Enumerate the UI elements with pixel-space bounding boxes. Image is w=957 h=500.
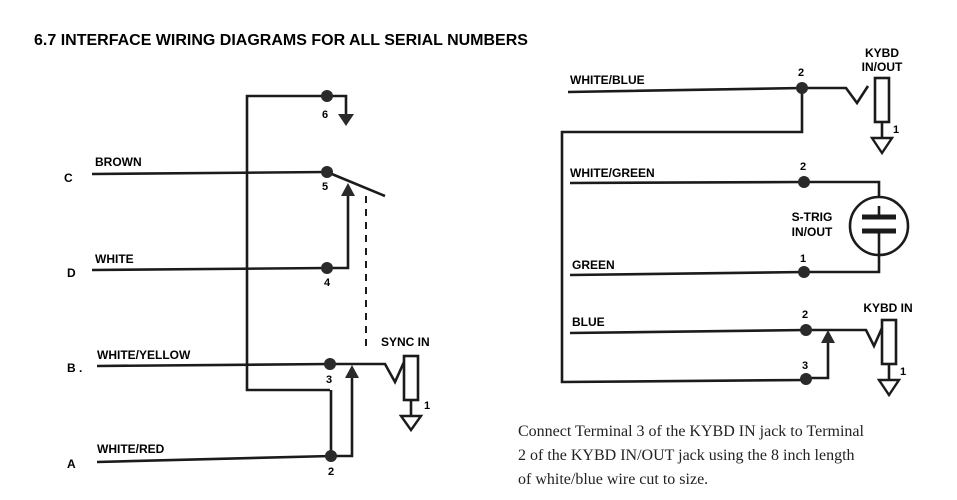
kybd-inout-terminal-1-label: 1 <box>893 124 899 136</box>
section-title: 6.7 INTERFACE WIRING DIAGRAMS FOR ALL SE… <box>34 32 528 49</box>
sync-in-terminal-1-label: 1 <box>424 400 430 412</box>
switch-return-2 <box>331 378 354 458</box>
terminal-b-3 <box>800 373 812 385</box>
right-diagram: WHITE/BLUE WHITE/GREEN GREEN BLUE 2 2 1 … <box>560 46 913 398</box>
wire-blue <box>569 327 884 350</box>
terminal-b-3-label: 3 <box>802 360 808 372</box>
letter-d: D <box>67 266 76 280</box>
kybd-inout-label-line1: KYBD <box>865 46 899 60</box>
switch-return-3 <box>806 343 830 380</box>
label-blue: BLUE <box>572 315 605 329</box>
terminal-2 <box>325 450 337 462</box>
switch-arrow-kybd-in <box>821 330 835 343</box>
terminal-b-2-label: 2 <box>802 309 808 321</box>
label-green: GREEN <box>572 258 615 272</box>
terminal-wb-2-label: 2 <box>798 67 804 79</box>
wire-brown <box>91 170 328 176</box>
label-white: WHITE <box>95 252 134 266</box>
wire-white-red <box>96 454 332 464</box>
terminal-6 <box>321 90 333 102</box>
s-trig-label-line2: IN/OUT <box>792 225 833 239</box>
kybd-inout-jack <box>873 76 891 124</box>
wire-white-green <box>569 180 881 196</box>
label-white-blue: WHITE/BLUE <box>570 73 645 87</box>
switch-contact-5 <box>326 170 386 198</box>
bus-wire <box>245 94 330 392</box>
s-trig-return <box>804 231 881 274</box>
kybd-inout-ground-icon <box>869 136 895 156</box>
wire-green <box>569 270 805 277</box>
terminal-wb-2 <box>796 82 808 94</box>
wire-white-blue <box>567 85 870 106</box>
terminal-2-label: 2 <box>328 466 334 478</box>
switch-arrow-5 <box>341 183 355 196</box>
kybd-in-ground-icon <box>876 378 902 398</box>
terminal-3 <box>324 358 336 370</box>
bus-wire-right <box>560 88 807 384</box>
terminal-4 <box>321 262 333 274</box>
left-diagram: C D B . A BROWN WHITE WHITE/YELLOW WHITE… <box>64 90 430 478</box>
note-line-3: of white/blue wire cut to size. <box>518 471 709 488</box>
sync-in-ground-icon <box>398 414 424 433</box>
switch-arrow-3 <box>345 365 359 378</box>
switch-return-4 <box>327 196 350 270</box>
terminal-4-label: 4 <box>324 277 331 289</box>
wiring-note: Connect Terminal 3 of the KYBD IN jack t… <box>518 420 950 492</box>
wire-white <box>91 266 328 272</box>
kybd-in-terminal-1-label: 1 <box>900 366 906 378</box>
sync-in-jack <box>402 354 420 402</box>
label-white-red: WHITE/RED <box>97 442 165 456</box>
ground-arrow-6 <box>338 114 354 126</box>
label-brown: BROWN <box>95 155 142 169</box>
letter-c: C <box>64 171 73 185</box>
ground-wire-6 <box>327 94 348 114</box>
terminal-wg-2 <box>798 176 810 188</box>
terminal-wg-2-label: 2 <box>800 161 806 173</box>
terminal-b-2 <box>800 324 812 336</box>
label-white-yellow: WHITE/YELLOW <box>97 348 191 362</box>
terminal-g-1 <box>798 266 810 278</box>
terminal-5 <box>321 166 333 178</box>
terminal-3-label: 3 <box>326 374 332 386</box>
terminal-6-label: 6 <box>322 109 328 121</box>
s-trig-label-line1: S-TRIG <box>792 210 833 224</box>
terminal-5-label: 5 <box>322 181 328 193</box>
kybd-in-jack <box>880 318 898 366</box>
label-white-green: WHITE/GREEN <box>570 166 655 180</box>
wire-white-yellow <box>96 361 406 385</box>
note-line-2: 2 of the KYBD IN/OUT jack using the 8 in… <box>518 447 855 464</box>
note-line-1: Connect Terminal 3 of the KYBD IN jack t… <box>518 423 864 440</box>
sync-in-label: SYNC IN <box>381 335 430 349</box>
letter-b: B . <box>67 361 82 375</box>
terminal-g-1-label: 1 <box>800 253 806 265</box>
kybd-inout-label-line2: IN/OUT <box>862 60 903 74</box>
kybd-in-label: KYBD IN <box>863 301 912 315</box>
letter-a: A <box>67 457 76 471</box>
